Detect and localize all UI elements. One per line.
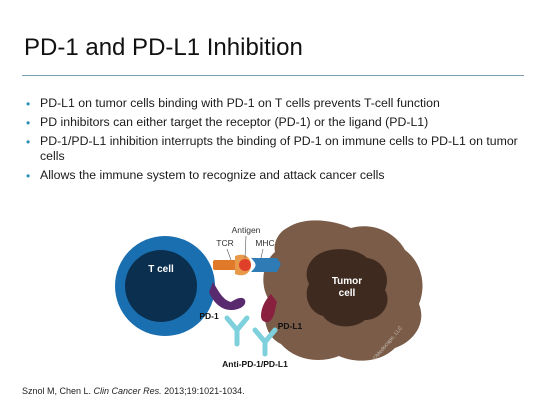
bullet-text: PD-1/PD-L1 inhibition interrupts the bin… <box>40 134 518 163</box>
mhc <box>251 258 281 272</box>
antibody-label: Anti-PD-1/PD-L1 <box>222 359 288 369</box>
bullet-text: PD-L1 on tumor cells binding with PD-1 o… <box>40 96 440 110</box>
bullet-icon: • <box>26 116 31 130</box>
bullet-icon: • <box>26 97 31 111</box>
t-cell-label: T cell <box>148 264 174 275</box>
pdl1-label: PD-L1 <box>278 321 303 331</box>
slide-title: PD-1 and PD-L1 Inhibition <box>24 34 303 61</box>
mhc-label: MHC <box>255 238 274 248</box>
bullet-item: • PD-L1 on tumor cells binding with PD-1 … <box>26 96 526 111</box>
citation: Sznol M, Chen L. Clin Cancer Res. 2013;1… <box>22 386 245 396</box>
tumor-cell-label-line2: cell <box>339 288 356 299</box>
bullet-icon: • <box>26 169 31 183</box>
bullet-item: • Allows the immune system to recognize a… <box>26 168 526 183</box>
tumor-cell-label-line1: Tumor <box>332 276 362 287</box>
antibody-icon <box>252 327 278 357</box>
citation-authors: Sznol M, Chen L. <box>22 386 94 396</box>
tcr-leader <box>226 248 232 261</box>
tcr-label: TCR <box>216 238 233 248</box>
citation-details: 2013;19:1021-1034. <box>161 386 245 396</box>
antigen-leader <box>244 235 247 259</box>
tcr-receptor <box>213 260 239 270</box>
tumor-nucleus <box>306 249 388 327</box>
t-cell-nucleus <box>125 250 197 322</box>
bullet-item: • PD inhibitors can either target the rec… <box>26 115 526 130</box>
pd1-label: PD-1 <box>199 311 219 321</box>
bullet-list: • PD-L1 on tumor cells binding with PD-1 … <box>26 96 526 187</box>
antigen <box>239 259 251 271</box>
title-divider <box>22 75 524 76</box>
citation-journal: Clin Cancer Res. <box>93 386 162 396</box>
pd1-pdl1-diagram: Tumor cell T cell Antigen TCR MHC PD-1 P… <box>115 220 423 369</box>
mhc-leader <box>260 248 264 259</box>
antibody-icon <box>224 315 250 347</box>
pdl1-ligand <box>261 294 277 323</box>
bullet-text: PD inhibitors can either target the rece… <box>40 115 429 129</box>
antigen-label: Antigen <box>232 225 261 235</box>
bullet-icon: • <box>26 135 31 149</box>
pd1-receptor <box>209 282 246 310</box>
bullet-text: Allows the immune system to recognize an… <box>40 168 385 182</box>
bullet-item: • PD-1/PD-L1 inhibition interrupts the bi… <box>26 134 526 164</box>
